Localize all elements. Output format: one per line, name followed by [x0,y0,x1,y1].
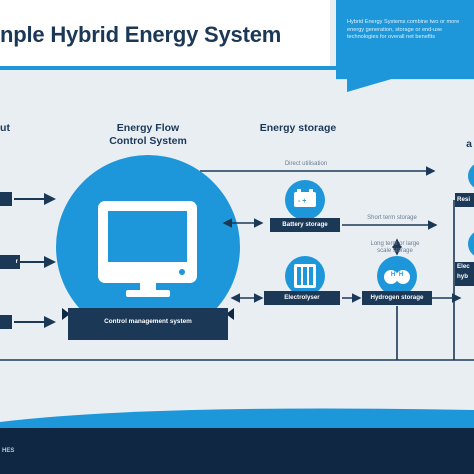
control-column-heading: Energy Flow Control System [109,122,187,147]
application-column-heading: a [466,138,472,150]
footer-text: HES [2,448,15,454]
footer-wave [0,408,474,428]
short-term-label: Short term storage [367,215,417,221]
storage-column-heading: Energy storage [259,122,337,134]
input-arrows [14,193,56,328]
hydrogen-storage-box: Hydrogen storage [362,291,432,305]
application-box-top: Resi [455,193,474,207]
footer-bar [0,428,474,474]
page-title: nple Hybrid Energy System [0,22,282,47]
monitor-icon [98,201,197,297]
svg-text:- +: - + [298,198,306,205]
hydrogen-glyph: H H [390,272,404,278]
description-callout [336,0,474,92]
application-bottom-line-2: hyb [457,273,469,280]
application-bottom-line-1: Elec [457,263,470,270]
electrolyser-icon [285,256,325,296]
application-box-bottom: Elec hyb [455,262,474,286]
long-term-label: Long term or large scale storage [370,241,420,254]
battery-icon: - + [285,180,325,220]
input-box-1 [0,192,12,206]
header-stripe [0,66,340,70]
header-bar [0,0,330,70]
input-box-2: r [0,255,20,269]
input-column-heading: ut [0,122,10,134]
description-text: Hybrid Energy Systems combine two or mor… [347,19,460,41]
control-box-label: Control management system [104,318,192,325]
battery-storage-box: Battery storage [270,218,340,232]
control-ribbon [62,308,234,340]
hydrogen-icon [377,256,417,296]
direct-utilisation-label: Direct utilisation [284,161,328,167]
application-icons [468,164,474,256]
electrolyser-box: Electrolyser [264,291,340,305]
input-box-3 [0,315,12,329]
